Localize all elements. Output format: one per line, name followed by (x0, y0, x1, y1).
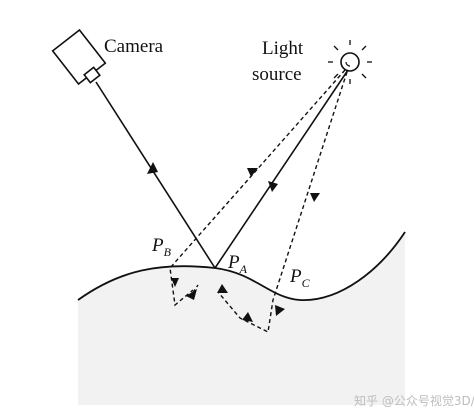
light-source-label-line1: Light (262, 38, 304, 59)
pb-return-arrow (186, 289, 197, 300)
point-pb-label: PB (151, 235, 172, 259)
light-source-label-line2: source (252, 64, 302, 85)
point-pa-label: PA (227, 252, 248, 276)
pb-ray-arrow (247, 168, 258, 177)
camera-icon (51, 28, 107, 86)
light-source-icon (328, 40, 372, 84)
camera-label: Camera (104, 36, 164, 57)
direct-light-ray (214, 69, 349, 269)
pc-exit-arrow (217, 284, 228, 293)
watermark-text: 知乎 @公众号视觉3D/CV (354, 393, 474, 408)
direct-ray-arrow (268, 181, 278, 192)
camera-ray-arrow (147, 162, 158, 174)
pc-ray-arrow (310, 193, 320, 202)
surface-curve (77, 231, 406, 301)
pc-subsurface-arrow-1 (275, 305, 285, 316)
point-pc-label: PC (289, 266, 311, 290)
pb-down-arrow (171, 278, 179, 287)
reflected-ray-to-camera (95, 81, 216, 269)
pc-subsurface-arrow-2 (242, 312, 253, 322)
scattered-ray-pb (169, 69, 346, 307)
